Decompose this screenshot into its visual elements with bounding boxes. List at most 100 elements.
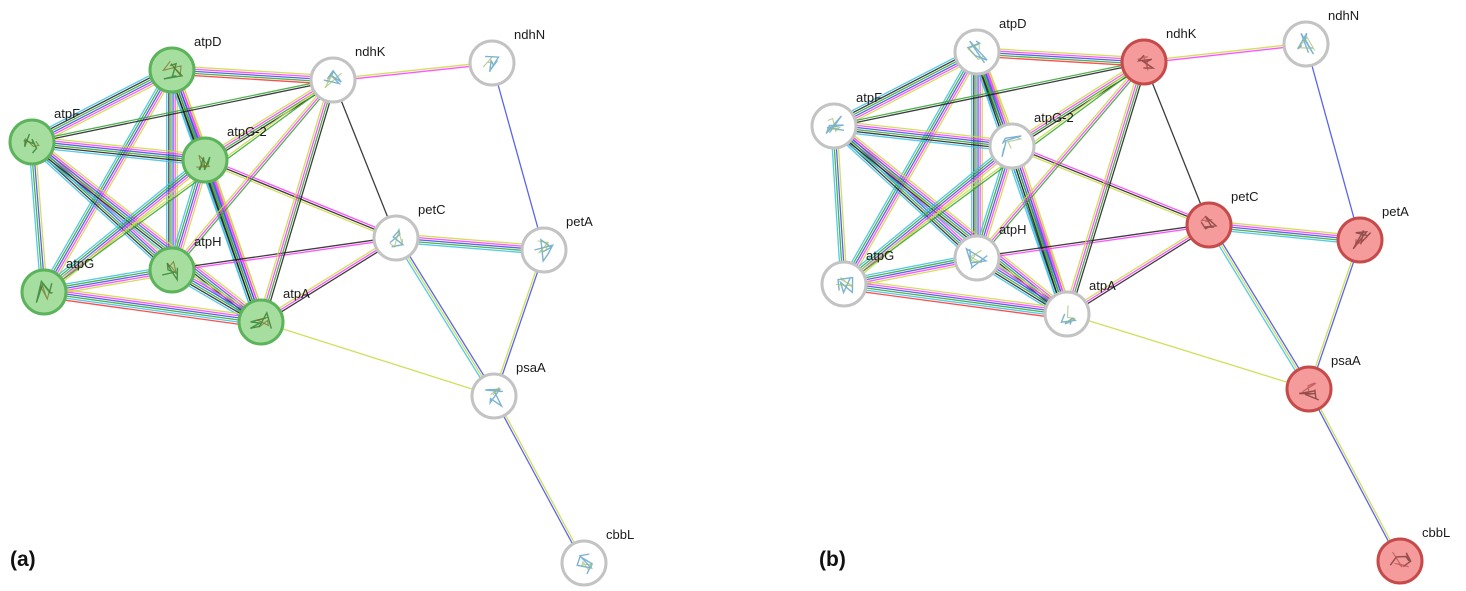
node-circle xyxy=(1376,537,1424,585)
node-atpd[interactable]: atpD xyxy=(148,34,221,94)
node-ndhn[interactable]: ndhN xyxy=(1282,8,1359,68)
protein-structure-icon xyxy=(198,156,211,171)
edge-atpd-atpg[interactable] xyxy=(839,49,982,287)
edge-atpg-2-atpg[interactable] xyxy=(840,142,1016,288)
edge-atpf-atpg[interactable] xyxy=(28,141,48,293)
node-petc[interactable]: petC xyxy=(1185,189,1258,249)
edge-petc-peta[interactable] xyxy=(1208,220,1361,245)
edge-evidence-line xyxy=(41,68,171,292)
edge-atpf-ndhk[interactable] xyxy=(833,60,1145,128)
edge-psaa-cbbl[interactable] xyxy=(492,395,586,564)
node-atpf[interactable]: atpF xyxy=(8,106,80,166)
protein-structure-icon xyxy=(967,43,984,61)
edge-evidence-line xyxy=(261,80,335,323)
edge-evidence-line xyxy=(1012,145,1069,314)
edge-atpf-atpa[interactable] xyxy=(28,137,265,327)
node-ndhk[interactable]: ndhK xyxy=(1120,26,1197,86)
edge-ndhk-ndhn[interactable] xyxy=(1143,42,1307,64)
edge-evidence-line xyxy=(830,126,842,285)
edge-atpf-atpg-2[interactable] xyxy=(31,136,206,166)
edge-atpd-atph[interactable] xyxy=(166,70,178,270)
edge-evidence-line xyxy=(1016,144,1073,313)
edge-petc-psaa[interactable] xyxy=(393,236,497,398)
edge-ndhn-peta[interactable] xyxy=(491,62,545,251)
node-label: petC xyxy=(1231,189,1258,204)
protein-structure-icon xyxy=(482,55,494,68)
edge-evidence-line xyxy=(31,142,205,162)
edge-atpg-2-petc[interactable] xyxy=(1010,143,1211,228)
edge-atpg-2-atpg[interactable] xyxy=(40,156,209,296)
node-atpg-2[interactable]: atpG-2 xyxy=(988,110,1074,170)
edge-atpd-ndhk[interactable] xyxy=(171,65,334,85)
edge-evidence-line xyxy=(44,161,207,295)
edge-evidence-line xyxy=(31,78,333,142)
node-petc[interactable]: petC xyxy=(372,202,445,262)
edge-evidence-line xyxy=(263,80,337,324)
edge-psaa-cbbl[interactable] xyxy=(1307,388,1402,562)
edge-ndhk-petc[interactable] xyxy=(1143,61,1210,226)
node-atpd[interactable]: atpD xyxy=(953,16,1026,76)
node-peta[interactable]: petA xyxy=(520,214,593,274)
edge-evidence-line xyxy=(834,124,1069,314)
protein-structure-icon xyxy=(161,60,182,77)
edge-evidence-line xyxy=(1208,224,1310,390)
edge-evidence-line xyxy=(1014,144,1071,314)
edge-atpd-ndhk[interactable] xyxy=(976,47,1145,67)
edge-atph-ndhk[interactable] xyxy=(169,78,336,272)
node-atpa[interactable]: atpA xyxy=(1043,278,1116,338)
edge-evidence-line xyxy=(43,69,173,293)
node-atpg[interactable]: atpG xyxy=(820,248,894,308)
edge-atpg-atpa[interactable] xyxy=(843,278,1068,320)
edge-ndhn-peta[interactable] xyxy=(1305,43,1361,241)
edge-atpa-petc[interactable] xyxy=(259,235,398,325)
edge-atpd-atpf[interactable] xyxy=(831,46,980,132)
edge-peta-psaa[interactable] xyxy=(1307,239,1362,390)
edge-atpg-ndhk[interactable] xyxy=(42,78,335,294)
edge-atpd-atpf[interactable] xyxy=(29,64,175,148)
node-cbbl[interactable]: cbbL xyxy=(1376,525,1450,585)
edge-atpa-ndhk[interactable] xyxy=(257,78,337,324)
edge-atpf-ndhk[interactable] xyxy=(31,78,334,144)
edge-atpg-atpa[interactable] xyxy=(43,286,262,328)
edge-evidence-line xyxy=(1210,223,1312,389)
edge-evidence-line xyxy=(840,142,1010,282)
edge-atpa-psaa[interactable] xyxy=(1066,313,1310,390)
node-atpg-2[interactable]: atpG-2 xyxy=(181,124,267,184)
edge-atpa-psaa[interactable] xyxy=(260,321,495,397)
node-circle xyxy=(1282,20,1330,68)
node-atpg[interactable]: atpG xyxy=(20,256,94,316)
edge-atpf-atpg[interactable] xyxy=(830,125,848,285)
node-ndhk[interactable]: ndhK xyxy=(309,44,386,104)
node-psaa[interactable]: psaA xyxy=(1285,353,1361,413)
edge-evidence-line xyxy=(844,278,1068,310)
edge-ndhk-petc[interactable] xyxy=(332,79,397,239)
node-atpf[interactable]: atpF xyxy=(810,90,882,150)
edge-evidence-line xyxy=(1208,228,1360,245)
node-psaa[interactable]: psaA xyxy=(470,360,546,420)
node-atpa[interactable]: atpA xyxy=(237,286,310,346)
edge-atpf-atpg-2[interactable] xyxy=(833,120,1013,152)
edge-peta-psaa[interactable] xyxy=(492,249,546,397)
node-peta[interactable]: petA xyxy=(1336,204,1409,264)
edge-atph-ndhk[interactable] xyxy=(974,60,1147,260)
node-ndhn[interactable]: ndhN xyxy=(468,27,545,87)
edge-ndhk-ndhn[interactable] xyxy=(332,61,493,82)
edge-petc-peta[interactable] xyxy=(395,233,545,255)
edge-atpd-atph[interactable] xyxy=(971,52,983,258)
node-cbbl[interactable]: cbbL xyxy=(560,527,634,587)
edge-petc-psaa[interactable] xyxy=(1206,223,1312,391)
edge-evidence-line xyxy=(492,396,584,564)
edge-atpa-petc[interactable] xyxy=(1065,222,1211,317)
edge-atpg-2-atpa[interactable] xyxy=(199,158,267,324)
node-atph[interactable]: atpH xyxy=(148,234,221,294)
node-atph[interactable]: atpH xyxy=(953,222,1026,282)
edge-atpd-atpg[interactable] xyxy=(39,67,177,295)
edge-atpg-2-atpa[interactable] xyxy=(1006,144,1073,316)
node-label: petA xyxy=(1382,204,1409,219)
edge-atpa-ndhk[interactable] xyxy=(1063,60,1148,316)
edge-evidence-line xyxy=(332,79,397,239)
edge-atpg-ndhk[interactable] xyxy=(842,60,1146,286)
node-circle xyxy=(181,136,229,184)
edge-evidence-line xyxy=(43,159,206,293)
